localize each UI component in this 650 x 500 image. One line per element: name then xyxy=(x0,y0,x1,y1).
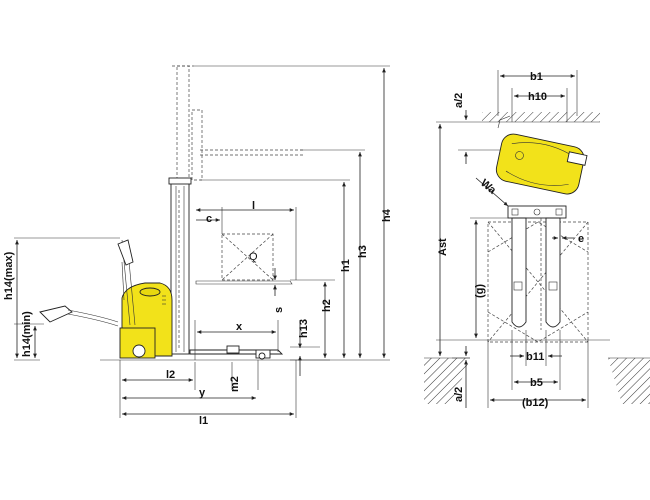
h14min-label: h14(min) xyxy=(21,311,33,357)
lowered-forks xyxy=(189,345,320,360)
h2-label: h2 xyxy=(321,299,333,312)
y-label: y xyxy=(199,387,206,399)
b1-label: b1 xyxy=(530,71,543,83)
side-view: Q xyxy=(3,65,393,427)
h1-label: h1 xyxy=(340,259,352,272)
h10-label: h10 xyxy=(528,91,547,103)
b11-label: b11 xyxy=(526,351,544,363)
wall-bottom-left xyxy=(424,358,470,404)
tiller-upright xyxy=(117,239,134,301)
c-label: c xyxy=(206,213,212,225)
top-view: b1 h10 a/2 Wa Ast e (g) b11 xyxy=(424,70,650,409)
raised-forks xyxy=(195,280,293,285)
machine-top xyxy=(495,133,588,195)
load-box: Q xyxy=(221,233,274,281)
l2-label: l2 xyxy=(166,369,175,381)
a2-top-label: a/2 xyxy=(453,93,465,108)
m2-label: m2 xyxy=(229,376,241,392)
l-label: l xyxy=(252,200,255,212)
ast-label: Ast xyxy=(437,238,449,256)
tiller-lowered xyxy=(39,305,119,327)
wa-label: Wa xyxy=(478,177,499,197)
s-label: s xyxy=(273,307,285,313)
h4-label: h4 xyxy=(381,208,393,222)
mast xyxy=(168,177,192,355)
wall-top xyxy=(482,112,600,122)
l1-label: l1 xyxy=(199,415,208,427)
extended-mast xyxy=(172,65,305,187)
a2-bottom-label: a/2 xyxy=(453,387,465,402)
h3-label: h3 xyxy=(357,245,369,258)
load-q-label: Q xyxy=(249,251,258,263)
pallet-outline xyxy=(487,221,589,343)
machine-body xyxy=(119,239,173,359)
x-label: x xyxy=(236,321,243,333)
e-label: e xyxy=(578,233,584,245)
h13-label: h13 xyxy=(298,319,310,338)
b12-label: (b12) xyxy=(522,397,549,409)
fork-carriage-top xyxy=(507,205,567,219)
h14max-label: h14(max) xyxy=(3,251,15,300)
b5-label: b5 xyxy=(530,377,543,389)
wall-bottom-right xyxy=(608,358,650,404)
g-label: (g) xyxy=(474,284,486,298)
forks-top xyxy=(511,217,561,330)
